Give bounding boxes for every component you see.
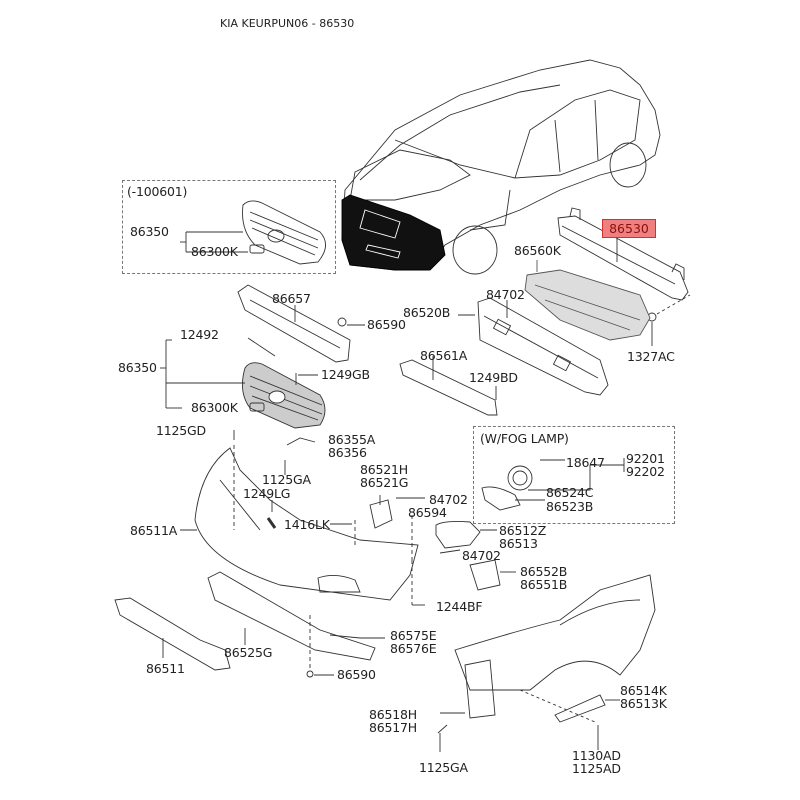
part-label[interactable]: 1416LK xyxy=(284,517,330,532)
highlighted-part-label[interactable]: 86530 xyxy=(602,219,656,238)
part-label[interactable]: 86514K xyxy=(620,683,667,698)
part-label[interactable]: 86521H xyxy=(360,462,408,477)
group-box-grille-early xyxy=(122,180,336,274)
part-label[interactable]: 86524C xyxy=(546,485,594,500)
part-label[interactable]: 92202 xyxy=(626,464,665,479)
part-label[interactable]: 86657 xyxy=(272,291,311,306)
part-label[interactable]: 86518H xyxy=(369,707,417,722)
part-label[interactable]: 86520B xyxy=(403,305,451,320)
part-label[interactable]: 86552B xyxy=(520,564,568,579)
part-label[interactable]: 86590 xyxy=(367,317,406,332)
part-label[interactable]: 1249BD xyxy=(469,370,518,385)
part-label[interactable]: 1249LG xyxy=(243,486,291,501)
part-label[interactable]: 86525G xyxy=(224,645,273,660)
fog-lamp-drawing xyxy=(481,458,625,511)
lower-grille-drawing xyxy=(524,260,651,341)
part-label[interactable]: 86560K xyxy=(514,243,561,258)
part-label[interactable]: 86561A xyxy=(420,348,468,363)
part-label[interactable]: 86576E xyxy=(390,641,437,656)
bumper-beam-drawing xyxy=(557,207,691,346)
part-label[interactable]: 86511A xyxy=(130,523,178,538)
part-label[interactable]: 86594 xyxy=(408,505,447,520)
energy-absorber-drawing xyxy=(458,297,609,396)
part-label[interactable]: 86551B xyxy=(520,577,568,592)
diagram-title: KIA KEURPUN06 - 86530 xyxy=(220,17,355,30)
part-label[interactable]: 1125AD xyxy=(572,761,621,776)
group-box-fog-lamp xyxy=(473,426,675,524)
part-label[interactable]: 1125GD xyxy=(156,423,206,438)
part-label[interactable]: 86513K xyxy=(620,696,667,711)
upper-cover-drawing xyxy=(237,284,365,363)
part-label[interactable]: 86523B xyxy=(546,499,594,514)
part-label[interactable]: 86350 xyxy=(130,224,169,239)
part-label[interactable]: 86513 xyxy=(499,536,538,551)
bumper-cover-drawing xyxy=(180,445,419,601)
part-label[interactable]: 86590 xyxy=(337,667,376,682)
part-label[interactable]: 84702 xyxy=(486,287,525,302)
part-label[interactable]: 18647 xyxy=(566,455,605,470)
part-label[interactable]: 84702 xyxy=(429,492,468,507)
part-label[interactable]: 1125GA xyxy=(419,760,468,775)
part-label[interactable]: 84702 xyxy=(462,548,501,563)
fender-drawing xyxy=(437,574,656,752)
brackets-drawing xyxy=(284,437,516,606)
part-label[interactable]: 92201 xyxy=(626,451,665,466)
part-label[interactable]: 86521G xyxy=(360,475,409,490)
group-caption-grille-early: (-100601) xyxy=(127,184,188,199)
grille-early-drawing xyxy=(180,200,326,265)
part-label[interactable]: 86350 xyxy=(118,360,157,375)
grille-trim-drawing xyxy=(399,356,498,416)
lower-lip-drawing xyxy=(114,571,385,678)
part-label[interactable]: 1125GA xyxy=(262,472,311,487)
part-label[interactable]: 86517H xyxy=(369,720,417,735)
vehicle-illustration xyxy=(341,59,661,275)
part-label[interactable]: 1327AC xyxy=(627,349,675,364)
part-label[interactable]: 86355A xyxy=(328,432,376,447)
part-label[interactable]: 86511 xyxy=(146,661,185,676)
part-label[interactable]: 86300K xyxy=(191,244,238,259)
group-caption-fog-lamp: (W/FOG LAMP) xyxy=(480,431,569,446)
part-label[interactable]: 86300K xyxy=(191,400,238,415)
part-label[interactable]: 86356 xyxy=(328,445,367,460)
part-label[interactable]: 86575E xyxy=(390,628,437,643)
part-label[interactable]: 86512Z xyxy=(499,523,547,538)
part-label[interactable]: 12492 xyxy=(180,327,219,342)
grille-main-drawing xyxy=(160,337,326,440)
part-label[interactable]: 1130AD xyxy=(572,748,621,763)
part-label[interactable]: 1244BF xyxy=(436,599,483,614)
part-label[interactable]: 1249GB xyxy=(321,367,370,382)
